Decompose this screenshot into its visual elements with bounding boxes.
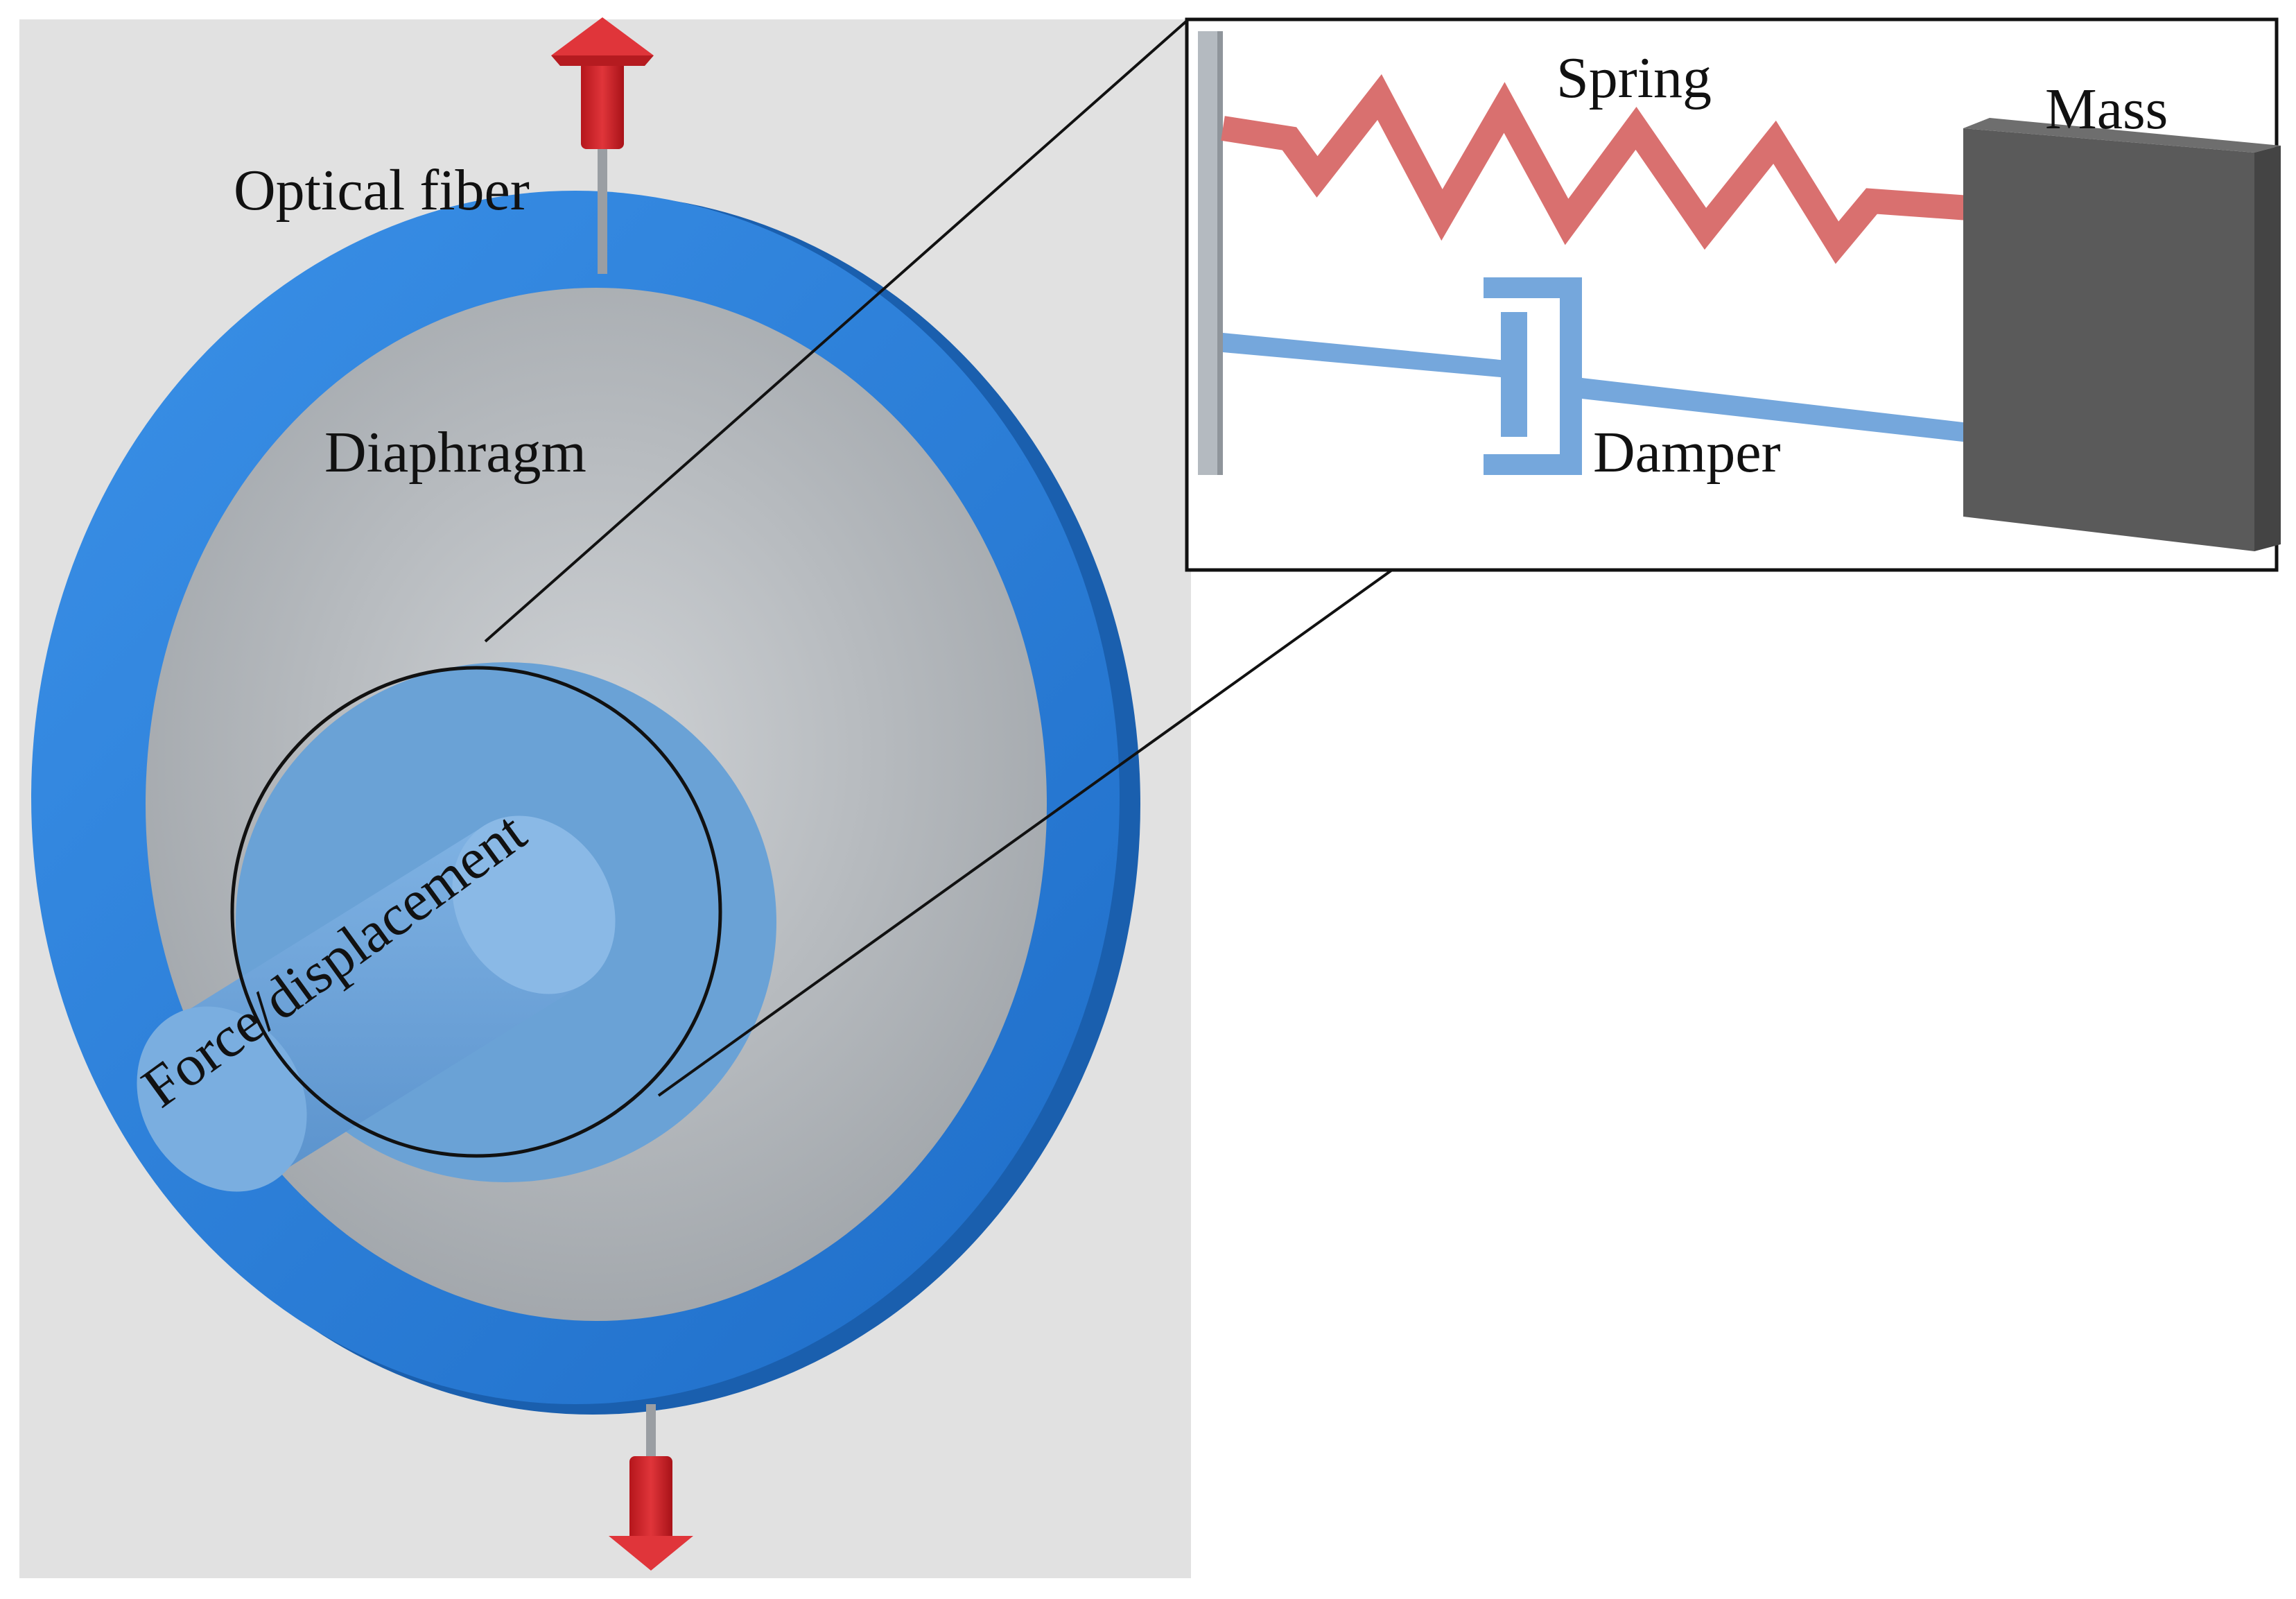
- zoom-line-upper: [484, 19, 1188, 643]
- label-spring: Spring: [1556, 46, 1712, 110]
- optical-fiber-top: [551, 17, 654, 274]
- mass-block: [1963, 118, 2281, 551]
- damper: [1223, 277, 1969, 475]
- label-diaphragm: Diaphragm: [324, 420, 586, 485]
- label-damper: Damper: [1593, 420, 1781, 485]
- force-shaft: [137, 815, 616, 1192]
- label-mass: Mass: [2045, 77, 2168, 141]
- wall: [1198, 31, 1223, 475]
- label-optical-fiber: Optical fiber: [234, 158, 530, 223]
- optical-fiber-bottom: [609, 1404, 693, 1571]
- zoom-circle: [230, 666, 722, 1158]
- spring: [1221, 74, 1970, 264]
- zoom-line-lower: [657, 569, 1393, 1097]
